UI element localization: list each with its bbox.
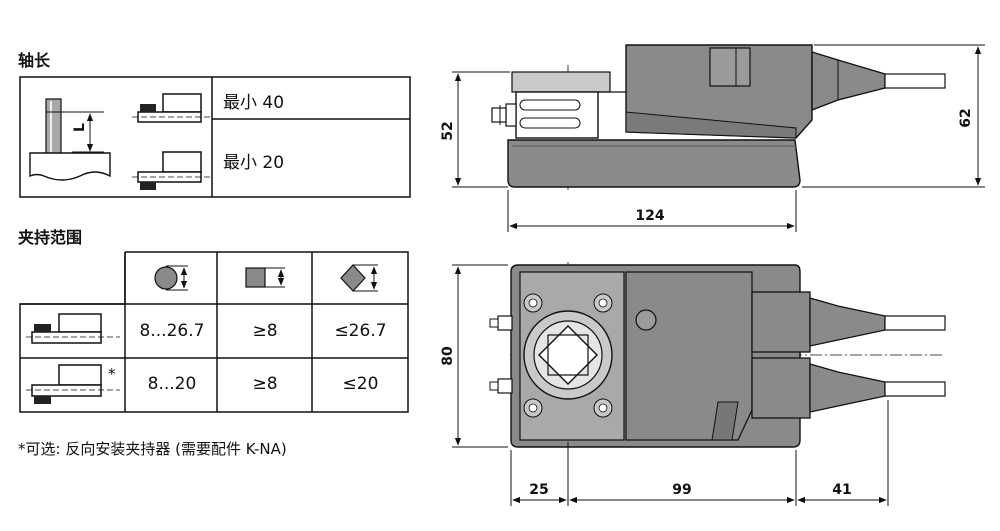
dim-length-top: 124 [635,208,664,224]
dim-seg-mid: 99 [672,482,691,498]
shaft-length-heading: 轴长 [18,51,51,70]
plan-view [489,262,946,448]
clamp-row2-round: 8...20 [147,374,197,394]
clamp-range-row1-icon [26,313,120,344]
square-shaft-icon [245,267,285,288]
reverse-mount-mark: * [108,365,116,383]
plan-view-dimensions [452,264,889,506]
shaft-length-row1-value: 最小 40 [223,93,285,113]
clamp-range-row2-icon [26,364,120,404]
clamp-row2-diagonal: ≤20 [342,374,379,394]
diagonal-shaft-icon [340,264,378,292]
dim-seg-right: 41 [832,482,851,498]
clamp-icon-down [132,151,212,190]
side-view-dimensions [452,44,985,232]
round-shaft-icon [154,265,188,291]
footnote: *可选: 反向安装夹持器 (需要配件 K-NA) [18,440,287,458]
clamp-row2-square: ≥8 [252,374,278,394]
clamp-icon-up [132,93,212,123]
side-view [491,44,946,190]
dim-seg-left: 25 [529,482,548,498]
clamp-range-table [19,251,409,413]
clamp-row1-square: ≥8 [252,321,278,341]
shaft-illustration [29,98,111,181]
clamp-range-heading: 夹持范围 [18,228,83,247]
shaft-length-row2-value: 最小 20 [223,153,285,173]
dim-height-total: 62 [958,108,974,127]
shaft-length-table [19,76,411,198]
clamp-row1-diagonal: ≤26.7 [334,321,387,341]
dim-height-front: 52 [440,121,456,140]
dim-width-plan: 80 [440,346,456,366]
clamp-row1-round: 8...26.7 [139,321,205,341]
shaft-length-label: L [72,123,88,132]
